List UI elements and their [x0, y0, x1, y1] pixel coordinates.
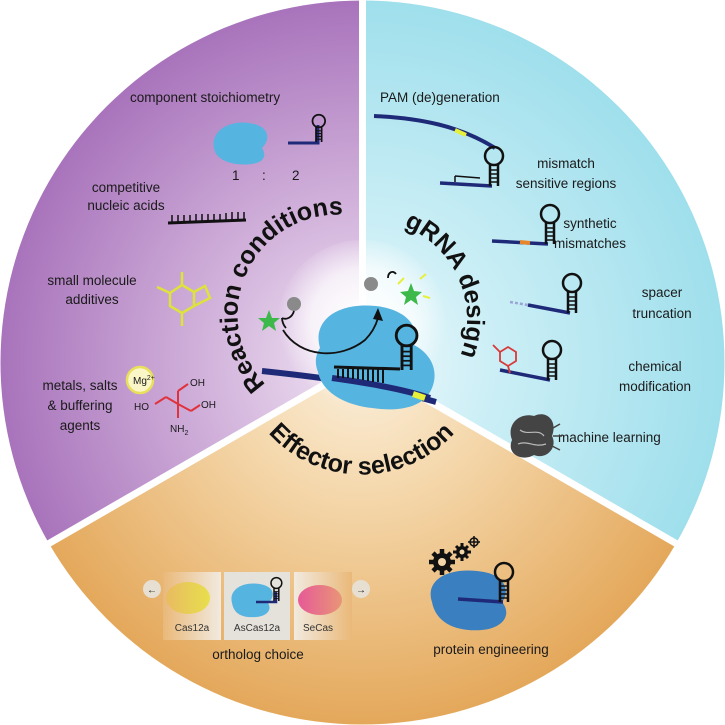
grna-design-sector	[362, 0, 725, 544]
stoichiometry-label: component stoichiometry	[130, 90, 280, 105]
chemical-label-2: modification	[619, 379, 691, 394]
ortholog-card-right-label: SeCas	[303, 623, 333, 634]
arrow-left-icon: ←	[147, 585, 157, 596]
synthetic-label-1: synthetic	[563, 216, 617, 231]
carousel-prev-button[interactable]	[143, 580, 161, 598]
ortholog-card-center-label: AsCas12a	[234, 623, 281, 634]
tris-ho-left: HO	[134, 402, 149, 413]
released-quencher-icon	[364, 277, 378, 291]
cleavage-arrow	[282, 317, 379, 355]
spacer-label-1: spacer	[642, 285, 683, 300]
mismatch-label-2: sensitive regions	[516, 176, 617, 191]
synthetic-label-2: mismatches	[554, 236, 626, 251]
machine-learning-label: machine learning	[558, 430, 661, 445]
pam-strand-icon	[373, 114, 497, 150]
gear-icon-large	[429, 549, 455, 575]
cas-protein-body	[315, 305, 435, 410]
magnesium-ion-icon	[125, 365, 155, 395]
chemical-label-1: chemical	[628, 359, 681, 374]
cas12a-complex-illustration	[258, 271, 437, 410]
competitive-nucleic-acid-icon	[167, 212, 247, 225]
gear-icon-medium	[453, 543, 471, 561]
carousel-next-button[interactable]	[352, 580, 370, 598]
pam-site-center	[412, 391, 426, 401]
small-molecule-structure-icon	[156, 272, 212, 326]
magnesium-label: Mg2+	[133, 375, 155, 387]
metals-label-2: & buffering	[47, 398, 112, 413]
ortholog-carousel: Cas12a AsCas12a SeCas ← →	[143, 572, 370, 640]
chemically-modified-grna-icon	[492, 339, 563, 382]
tris-structure-icon	[154, 383, 201, 418]
released-fluorophore-icon	[400, 283, 422, 305]
brain-circuit-icon	[510, 414, 562, 458]
cas-protein-icon	[213, 122, 268, 165]
fluorophore-star-icon	[258, 310, 280, 331]
pam-label: PAM (de)generation	[380, 90, 500, 105]
pam-site-icon	[454, 128, 467, 137]
competitive-label-1: competitive	[92, 180, 160, 195]
tris-oh-top: OH	[190, 378, 205, 389]
ortholog-choice-label: ortholog choice	[212, 647, 304, 662]
protein-engineering-icon	[429, 536, 515, 631]
ratio-colon: :	[262, 168, 266, 183]
small-molecule-label-1: small molecule	[47, 273, 136, 288]
ratio-right: 2	[292, 168, 300, 183]
tris-oh-right: OH	[201, 400, 216, 411]
gear-icon-small	[468, 536, 480, 548]
arrowhead	[373, 308, 383, 321]
truncated-spacer-grna-icon	[509, 272, 583, 315]
synthetic-mismatch-grna-icon	[491, 203, 561, 246]
metals-label-1: metals, salts	[42, 378, 117, 393]
tris-nh2: NH2	[170, 424, 188, 437]
mismatch-label-1: mismatch	[537, 156, 595, 171]
competitive-label-2: nucleic acids	[87, 198, 165, 213]
protein-engineering-label: protein engineering	[433, 642, 549, 657]
spacer-label-2: truncation	[632, 306, 691, 321]
arrow-right-icon: →	[356, 585, 366, 596]
quencher-icon	[287, 297, 301, 311]
mismatch-grna-icon	[439, 145, 505, 188]
fluorescence-burst-icon	[397, 273, 431, 299]
metals-label-3: agents	[60, 418, 101, 433]
dna-rna-hybrid	[337, 368, 384, 383]
grna-spacer	[333, 365, 401, 371]
ratio-left: 1	[232, 168, 240, 183]
small-molecule-label-2: additives	[65, 292, 119, 307]
ortholog-card-left-label: Cas12a	[175, 623, 210, 634]
